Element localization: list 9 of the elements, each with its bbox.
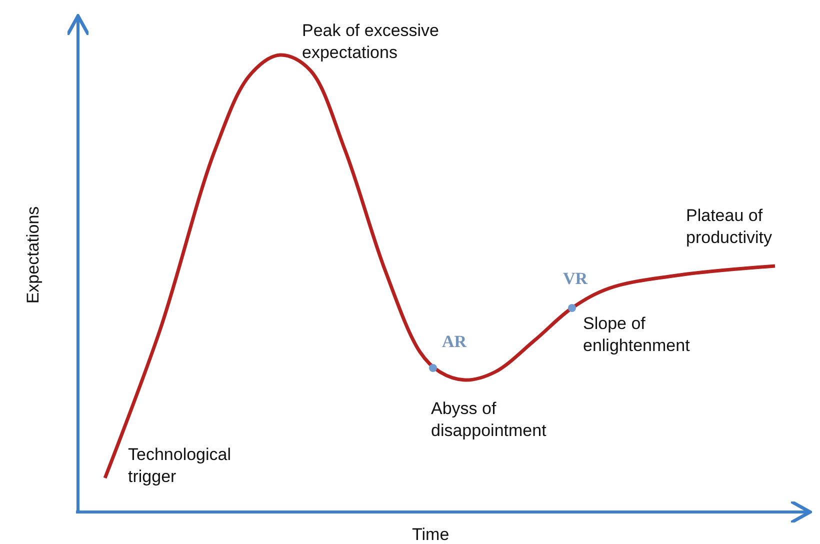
phase-label: Slope of enlightenment [583, 313, 691, 357]
point-label: VR [563, 268, 588, 290]
axis-title: Expectations [22, 206, 44, 304]
phase-label: Abyss of disappointment [431, 398, 548, 442]
axis-title: Time [412, 524, 450, 544]
point-label: AR [442, 331, 467, 353]
phase-label: Peak of excessive expectations [302, 20, 440, 64]
phase-label: Plateau of productivity [686, 205, 773, 249]
phase-label: Technological trigger [128, 444, 232, 488]
